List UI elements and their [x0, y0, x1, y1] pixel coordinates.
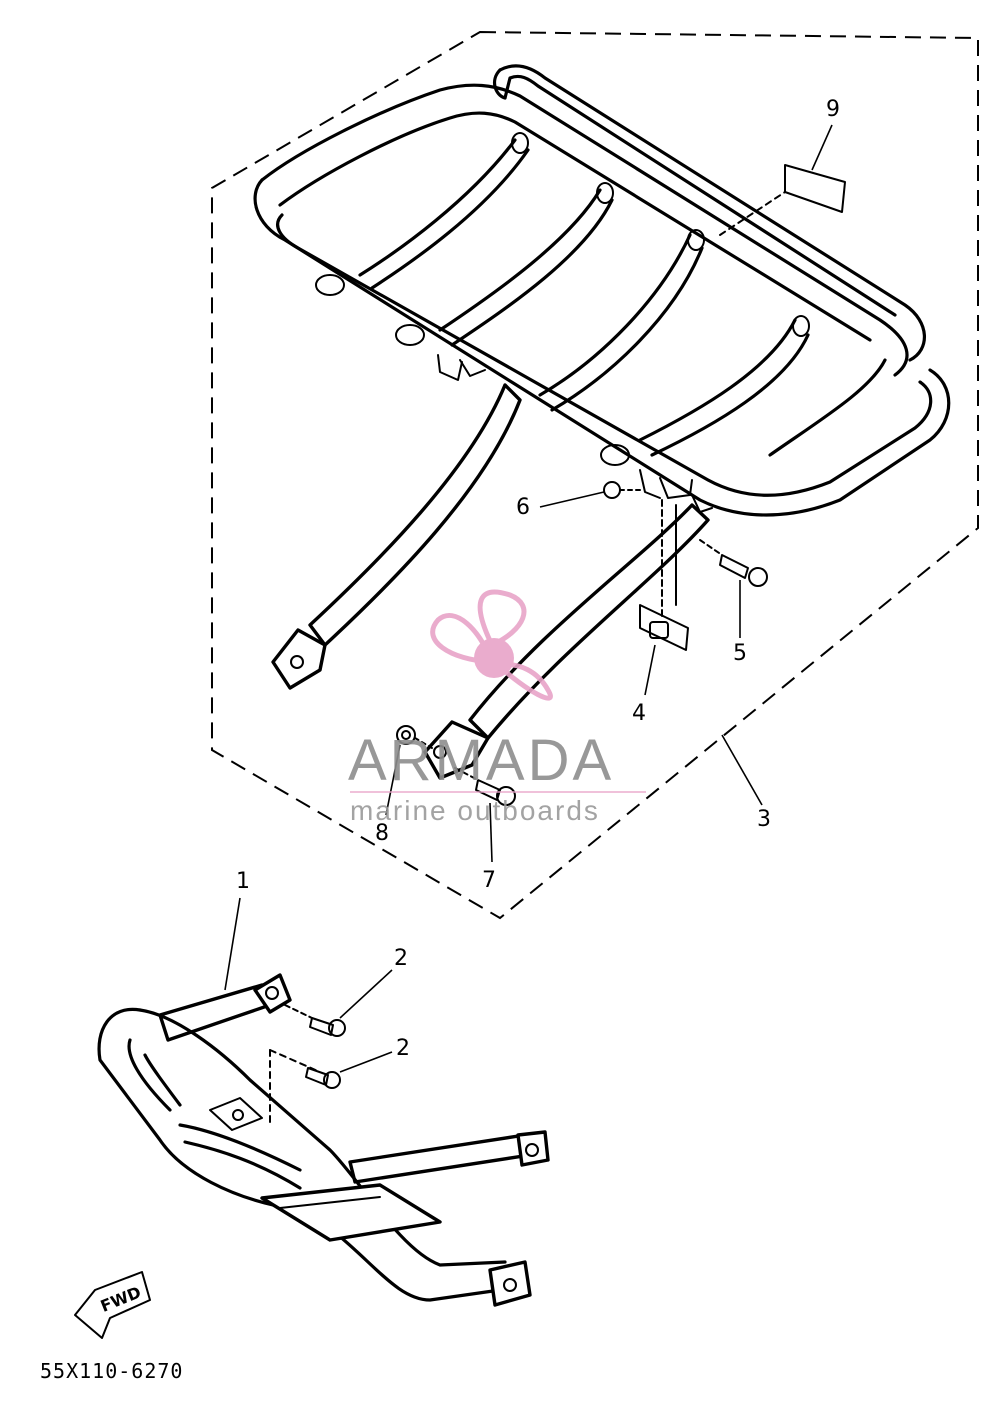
callout-1: 1	[236, 869, 250, 894]
watermark-tagline: marine outboards	[350, 795, 600, 826]
callout-4: 4	[632, 701, 646, 726]
callout-7: 7	[482, 868, 496, 893]
callout-6: 6	[516, 495, 530, 520]
bolt-5	[699, 539, 768, 638]
leader-1	[224, 897, 241, 991]
watermark-brand: ARMADA	[348, 728, 614, 793]
nut-6	[539, 481, 641, 508]
callout-3: 3	[757, 807, 771, 832]
callout-8: 8	[375, 821, 389, 846]
leader-3	[721, 734, 763, 806]
callout-9: 9	[826, 97, 840, 122]
nut-8	[385, 725, 433, 816]
drawing-code: 55X110-6270	[40, 1359, 183, 1383]
callout-5: 5	[733, 641, 747, 666]
callout-2a: 2	[394, 946, 408, 971]
callout-2b: 2	[396, 1036, 410, 1061]
armada-watermark: ARMADA marine outboards	[348, 589, 646, 826]
label-decal-9	[719, 124, 846, 236]
rear-carrier-rack	[253, 64, 951, 780]
propeller-logo-icon	[430, 589, 553, 701]
front-guard	[97, 973, 550, 1307]
bolt-7	[454, 767, 516, 863]
fwd-label: FWD	[98, 1283, 144, 1316]
bolt-2-lower	[305, 1051, 393, 1089]
collar-plate-4	[639, 499, 689, 696]
forward-direction-arrow: FWD	[74, 1271, 151, 1339]
assembly-3-boundary	[211, 30, 979, 920]
bolt-2-upper	[284, 969, 393, 1037]
